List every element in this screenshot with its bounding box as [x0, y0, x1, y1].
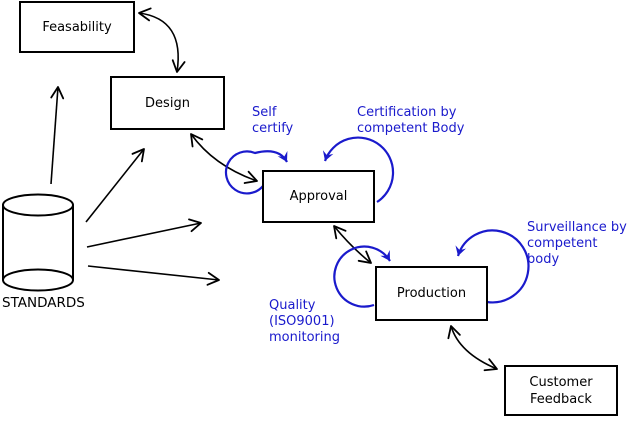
annotation-surveillance: Surveillance by competent body	[527, 220, 627, 267]
node-approval: Approval	[262, 170, 375, 223]
standards-cylinder-icon	[2, 193, 74, 292]
arrow-approval-production	[333, 225, 372, 264]
annotation-self-certify: Self certify	[252, 105, 294, 136]
node-production: Production	[375, 266, 488, 321]
standards-label: STANDARDS	[2, 295, 85, 311]
node-customer-feedback: Customer Feedback	[504, 365, 618, 416]
arrow-standards-to-approval	[86, 218, 202, 248]
node-customer-feedback-label: Customer Feedback	[529, 374, 593, 407]
loop-self-certify	[224, 150, 288, 195]
loop-certification	[322, 136, 395, 203]
annotation-quality-monitoring: Quality (ISO9001) monitoring	[269, 298, 340, 345]
node-feasability-label: Feasability	[42, 19, 112, 35]
arrow-design-approval	[190, 133, 258, 184]
node-design: Design	[110, 76, 225, 130]
loop-surveillance	[455, 229, 530, 304]
loop-quality-monitoring	[333, 245, 391, 308]
arrow-standards-to-feasability	[50, 86, 65, 185]
arrow-standards-to-production	[87, 265, 220, 286]
node-approval-label: Approval	[289, 189, 348, 204]
arrow-feasability-design	[138, 7, 186, 73]
arrow-production-customer-feedback	[447, 325, 498, 372]
node-production-label: Production	[396, 286, 467, 301]
annotation-certification: Certification by competent Body	[357, 105, 465, 136]
arrow-standards-to-design	[85, 148, 145, 223]
node-feasability: Feasability	[19, 1, 135, 53]
node-design-label: Design	[145, 95, 190, 111]
